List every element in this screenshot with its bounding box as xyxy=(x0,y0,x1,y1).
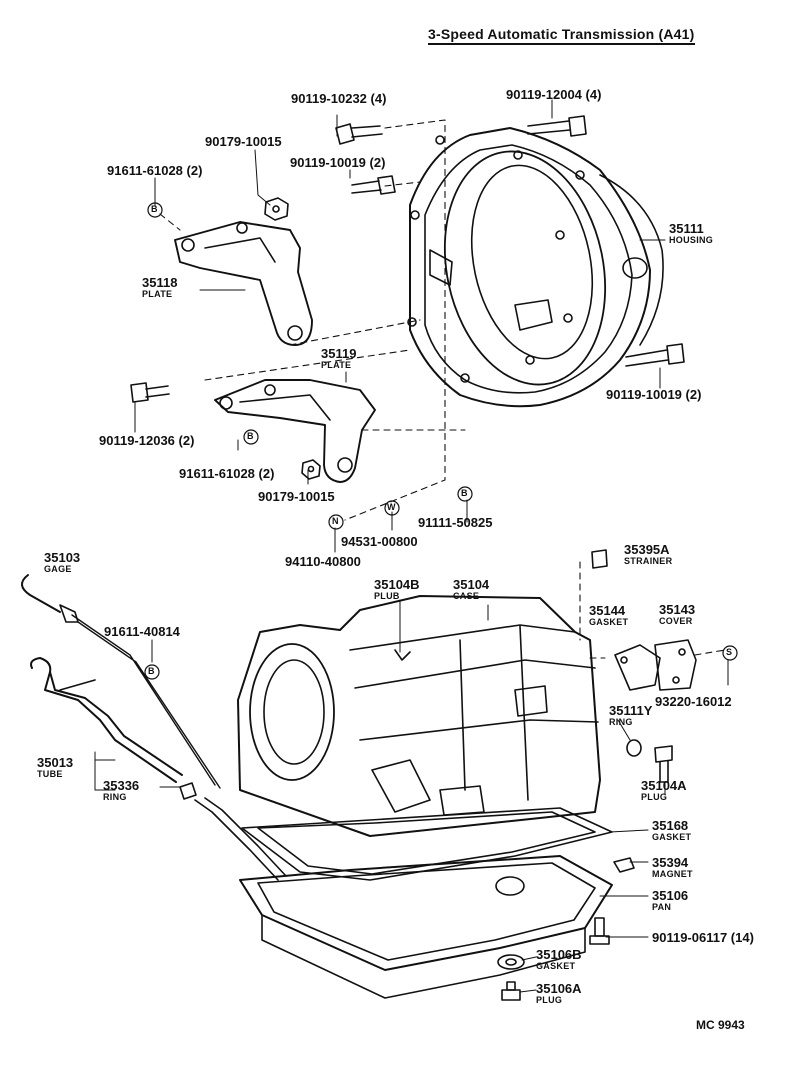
part-label: 91611-40814 xyxy=(104,624,180,639)
part-label: 91111-50825 xyxy=(418,515,493,530)
nut-washer-drawings xyxy=(179,197,673,1001)
marker-letter: S xyxy=(726,647,733,657)
part-label: 91611-61028 (2) xyxy=(179,466,275,481)
part-label: 94531-00800 xyxy=(341,534,418,549)
pan-35106-drawing xyxy=(239,855,613,999)
part-label: 90119-10019 (2) xyxy=(290,155,386,170)
marker-letter: B xyxy=(461,488,468,498)
gage-35103-drawing xyxy=(21,574,221,789)
part-label: 94110-40800 xyxy=(285,554,361,569)
part-label: 90179-10015 xyxy=(205,134,282,149)
part-label: 90179-10015 xyxy=(258,489,335,504)
tube-35013-drawing xyxy=(30,657,287,881)
cover-gasket-drawing xyxy=(614,639,697,691)
alignment-dashed-lines xyxy=(159,119,726,659)
marker-letter: B xyxy=(148,666,155,676)
case-35104-drawing xyxy=(237,595,601,837)
marker-circles xyxy=(144,202,738,680)
part-label: 90119-10232 (4) xyxy=(291,91,387,106)
marker-letter: W xyxy=(387,502,396,512)
part-label: 93220-16012 xyxy=(655,694,732,709)
marker-letter: N xyxy=(332,516,339,526)
part-label: 90119-10019 (2) xyxy=(606,387,702,402)
housing-35111-drawing xyxy=(407,127,664,408)
bolt-drawings xyxy=(130,115,685,403)
marker-letter: B xyxy=(247,431,254,441)
page-title: 3-Speed Automatic Transmission (A41) xyxy=(428,26,695,45)
part-label: 91611-61028 (2) xyxy=(107,163,203,178)
part-label: 90119-12004 (4) xyxy=(506,87,602,102)
part-label: 90119-06117 (14) xyxy=(652,930,754,945)
part-label: 90119-12036 (2) xyxy=(99,433,195,448)
marker-letter: B xyxy=(151,204,158,214)
catalog-code: MC 9943 xyxy=(696,1018,745,1032)
plate-35118-drawing xyxy=(174,221,313,346)
gasket-35168-drawing xyxy=(241,807,613,881)
